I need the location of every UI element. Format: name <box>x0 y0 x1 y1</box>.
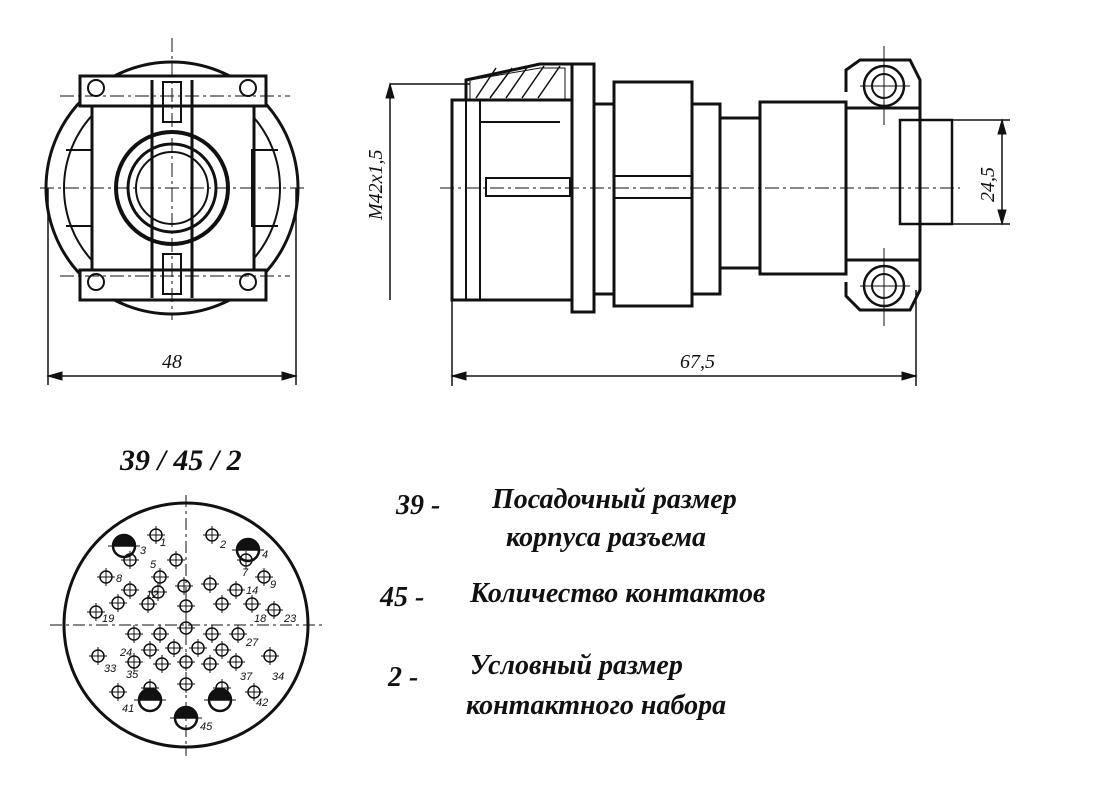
contact-pin <box>213 641 231 659</box>
contact-pin <box>265 601 283 619</box>
contact-pin <box>121 581 139 599</box>
contact-pin <box>227 653 245 671</box>
pin-number-label: 18 <box>254 613 267 625</box>
pin-number-label: 14 <box>246 585 258 597</box>
pin-number-label: 2 <box>219 539 226 551</box>
contact-pin <box>245 683 263 701</box>
contact-pin <box>175 577 193 595</box>
length-dimension: 67,5 <box>680 351 715 373</box>
legend-number: 39 - <box>396 490 441 521</box>
pin-number-label: 5 <box>150 559 157 571</box>
front-view <box>40 38 305 385</box>
contact-pin <box>147 526 165 544</box>
contact-pin <box>201 575 219 593</box>
contact-pin <box>87 603 105 621</box>
legend-number: 45 - <box>380 582 425 613</box>
contact-pin <box>109 683 127 701</box>
contact-pin <box>141 641 159 659</box>
power-pin <box>204 687 236 713</box>
contact-pin <box>149 583 167 601</box>
pin-number-label: 1 <box>160 537 166 549</box>
power-pin <box>108 533 140 559</box>
pin-number-label: 37 <box>240 671 253 683</box>
pin-number-label: 7 <box>242 567 249 579</box>
pin-number-label: 9 <box>270 579 276 591</box>
contact-pin <box>97 568 115 586</box>
thread-dimension: M42x1,5 <box>365 149 387 221</box>
side-view <box>385 46 1010 386</box>
contact-pin <box>255 568 273 586</box>
contact-pin <box>167 551 185 569</box>
contact-pin <box>243 595 261 613</box>
legend-text: Посадочный размер <box>492 484 737 515</box>
contact-pin <box>261 647 279 665</box>
contact-pin <box>177 597 195 615</box>
contact-pin <box>151 625 169 643</box>
contact-pin <box>201 655 219 673</box>
connector-code: 39 / 45 / 2 <box>120 444 242 477</box>
contact-pin <box>203 625 221 643</box>
contact-pin <box>89 647 107 665</box>
pin-number-label: 23 <box>283 613 297 625</box>
contact-pin <box>125 625 143 643</box>
contact-pin <box>165 639 183 657</box>
pin-number-label: 19 <box>102 613 114 625</box>
pin-number-label: 42 <box>256 697 268 709</box>
pin-number-label: 34 <box>272 671 284 683</box>
pin-number-label: 8 <box>116 573 123 585</box>
power-pin <box>170 705 202 731</box>
width-dimension: 48 <box>162 351 182 373</box>
contact-pin <box>109 594 127 612</box>
contact-pin <box>151 568 169 586</box>
pin-number-label: 45 <box>200 721 213 733</box>
contact-pin <box>177 675 195 693</box>
pin-number-label: 27 <box>245 637 259 649</box>
contact-pin <box>213 595 231 613</box>
contact-pin <box>227 581 245 599</box>
legend-text: Условный размер <box>470 650 683 681</box>
pin-number-label: 4 <box>262 549 268 561</box>
legend-number: 2 - <box>388 662 419 693</box>
contact-pin <box>177 653 195 671</box>
power-pin <box>134 687 166 713</box>
contact-pin <box>229 625 247 643</box>
contact-pin <box>177 619 195 637</box>
contact-pin <box>139 595 157 613</box>
power-pin <box>232 537 264 563</box>
contact-pin <box>125 653 143 671</box>
pin-number-label: 24 <box>119 647 132 659</box>
legend-text: корпуса разъема <box>506 522 707 553</box>
pin-number-label: 33 <box>104 663 117 675</box>
contact-pin <box>189 639 207 657</box>
contact-pin <box>203 526 221 544</box>
pin-number-label: 3 <box>140 545 147 557</box>
pin-number-label: 41 <box>122 703 134 715</box>
legend-text: контактного набора <box>466 690 727 721</box>
contact-pin <box>153 655 171 673</box>
legend-text: Количество контактов <box>470 578 766 609</box>
pin-number-label: 35 <box>126 669 139 681</box>
pin-number-label: 12 <box>146 589 158 601</box>
outlet-dimension: 24,5 <box>977 167 999 202</box>
